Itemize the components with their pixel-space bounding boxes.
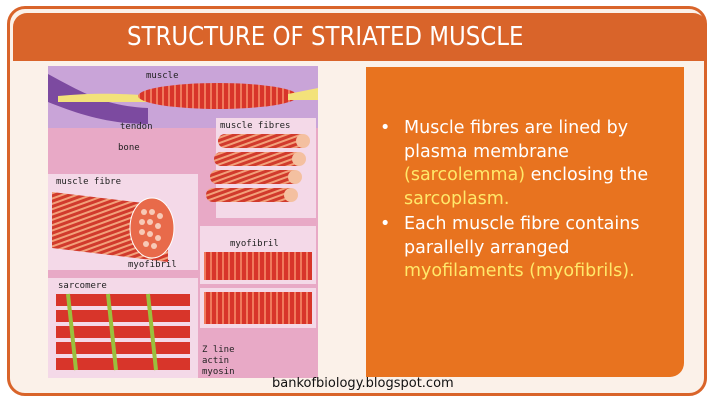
bullet-2-text: Each muscle fibre contains parallelly ar…	[404, 214, 640, 258]
sarcomere-bands	[56, 293, 190, 371]
label-muscle-fibres: muscle fibres	[220, 121, 290, 131]
credit-text: bankofbiology.blogspot.com	[272, 376, 454, 391]
bullet-item-2: • Each muscle fibre contains parallelly …	[378, 213, 683, 284]
title-bar: STRUCTURE OF STRIATED MUSCLE	[13, 13, 707, 61]
bullet-2-highlight: myofilaments (myofibrils).	[404, 261, 635, 281]
myofibril-detail-strip	[204, 292, 312, 324]
muscle-diagram: muscle tendon bone muscle fibres muscle …	[48, 66, 318, 378]
bullet-dot: •	[380, 118, 391, 138]
label-myofibril: myofibril	[128, 260, 177, 270]
label-bone: bone	[118, 143, 140, 153]
myofibril-dots	[139, 209, 163, 249]
myofibril-strip	[204, 252, 312, 280]
tendon-shape	[58, 93, 158, 102]
bullet-dot: •	[380, 214, 391, 234]
label-myofibril-2: myofibril	[230, 239, 279, 249]
muscle-belly	[138, 83, 298, 109]
bullet-1-text: Muscle fibres are lined by plasma membra…	[404, 118, 629, 162]
bullet-1-highlight: (sarcolemma)	[404, 165, 526, 185]
label-muscle: muscle	[146, 71, 179, 81]
bullet-1-highlight-2: sarcoplasm.	[404, 188, 510, 209]
label-tendon: tendon	[120, 122, 153, 132]
fibre-cross-section	[129, 197, 175, 259]
label-muscle-fibre: muscle fibre	[56, 177, 121, 187]
label-z-line: Z line	[202, 345, 235, 355]
text-panel	[366, 67, 684, 377]
slide-title: STRUCTURE OF STRIATED MUSCLE	[126, 22, 524, 52]
muscle-diagram-svg: muscle tendon bone muscle fibres muscle …	[48, 66, 318, 378]
fibres-box	[216, 118, 316, 218]
bullet-1-mid: enclosing the	[525, 165, 649, 185]
fibre-bundle	[206, 134, 310, 202]
bullet-list: • Muscle fibres are lined by plasma memb…	[378, 117, 683, 286]
label-actin: actin	[202, 356, 229, 366]
bullet-item-1: • Muscle fibres are lined by plasma memb…	[378, 117, 683, 211]
label-myosin: myosin	[202, 367, 235, 377]
label-sarcomere: sarcomere	[58, 281, 107, 291]
tendon-right-shape	[288, 88, 318, 100]
